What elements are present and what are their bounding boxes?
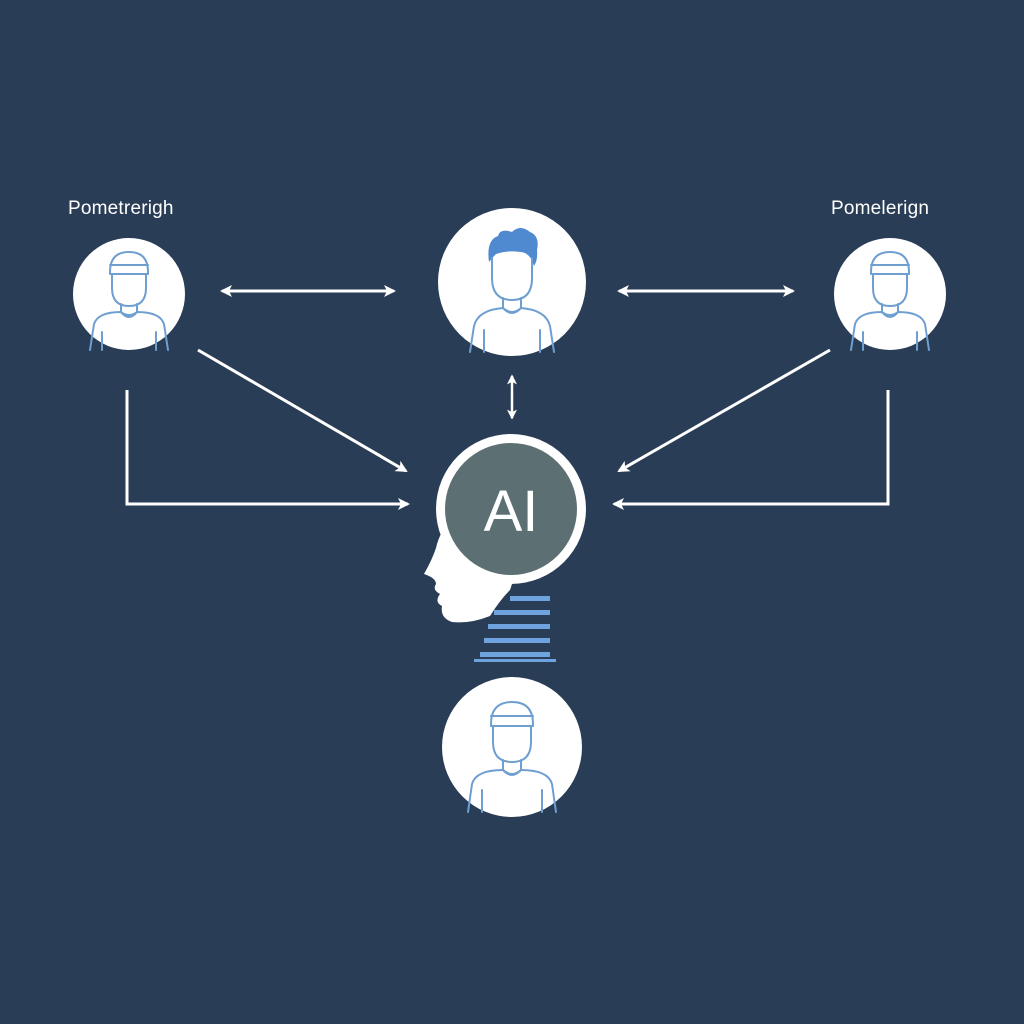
person-icon xyxy=(850,251,930,351)
ai-hub-label: AI xyxy=(484,479,539,544)
ai-hub-node[interactable]: AI xyxy=(424,434,586,662)
person-node-left[interactable] xyxy=(73,238,185,351)
left-person-label: Pometrerigh xyxy=(68,198,174,219)
person-node-bottom[interactable] xyxy=(442,677,582,817)
person-node-right[interactable] xyxy=(834,238,946,351)
edge-left-ai-elbow xyxy=(125,390,410,510)
edge-right-ai-diagonal xyxy=(617,348,831,473)
person-icon xyxy=(467,701,557,813)
person-icon xyxy=(89,251,169,351)
right-person-label: Pomelerign xyxy=(831,198,930,219)
edge-right-ai-elbow xyxy=(612,390,890,510)
ai-head-icon xyxy=(424,434,586,662)
edge-left-ai-diagonal xyxy=(197,348,408,473)
person-icon xyxy=(469,228,555,353)
person-node-top[interactable] xyxy=(438,208,586,356)
